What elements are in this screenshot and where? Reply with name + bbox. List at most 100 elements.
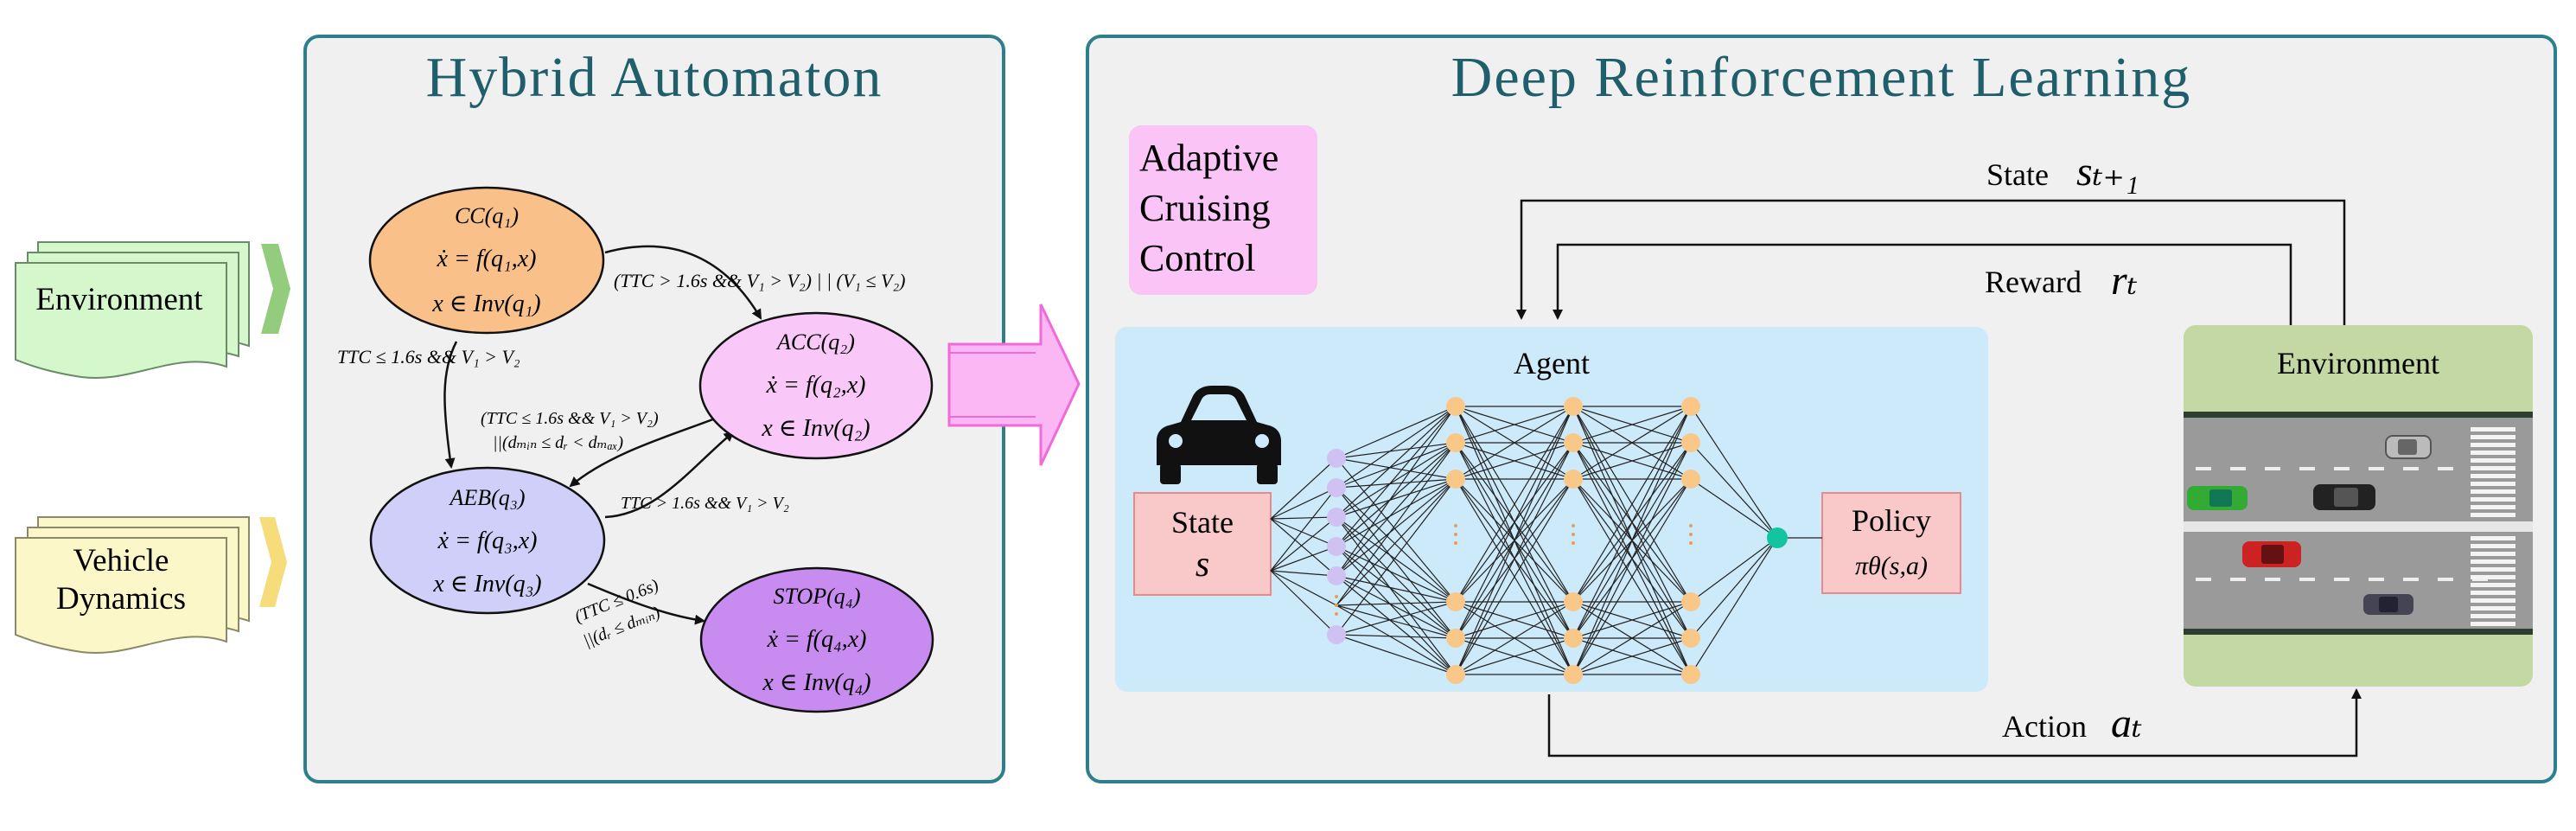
crosswalk-stripe: [2471, 466, 2515, 470]
label-acc-aeb-2: ||(dₘᵢₙ ≤ dᵣ < dₘₐₓ): [493, 433, 623, 452]
crosswalk-stripe: [2471, 435, 2515, 439]
state-acc-eq: ẋ = f(q₂,x): [766, 372, 866, 399]
car-gray-icon: [2385, 435, 2432, 459]
input-node: [1327, 478, 1346, 497]
lane-dash: [2334, 578, 2350, 581]
drl-title: Deep Reinforcement Learning: [1451, 46, 2192, 109]
crosswalk-stripe: [2471, 451, 2515, 455]
state-acc-inv: x ∈ Inv(q₂): [761, 415, 870, 442]
flow-arrow-icon: [947, 304, 1081, 466]
state-cc-name: CC(q₁): [455, 203, 519, 228]
crosswalk-stripe: [2471, 489, 2515, 494]
state-box-label: State: [1171, 505, 1234, 540]
hidden-node: [1564, 433, 1583, 452]
hidden-node: [1681, 629, 1700, 648]
car-green-icon: [2187, 486, 2248, 510]
hidden-node: [1564, 397, 1583, 416]
crosswalk-stripe: [2471, 505, 2515, 509]
neural-network: [1270, 397, 1822, 684]
hidden-node: [1446, 433, 1465, 452]
transition-cc-acc: [604, 245, 762, 320]
label-cc-aeb: TTC ≤ 1.6s && V₁ > V₂: [337, 346, 520, 368]
crosswalk-stripe: [2471, 583, 2515, 587]
hidden-ellipsis: [1454, 541, 1457, 545]
lane-dash: [2438, 467, 2453, 470]
action-symbol: aₜ: [2111, 700, 2142, 746]
crosswalk-stripe: [2471, 567, 2515, 572]
state-feedback-line: [1516, 199, 2346, 327]
environment-label: Environment: [2277, 346, 2439, 380]
crosswalk-stripe: [2471, 443, 2515, 447]
car-darkgray-icon: [2363, 594, 2413, 615]
state-acc: ACC(q₂) ẋ = f(q₂,x) x ∈ Inv(q₂): [698, 311, 934, 460]
crosswalk-stripe: [2471, 474, 2515, 478]
input-node: [1327, 566, 1346, 585]
label-cc-acc: (TTC > 1.6s && V₁ > V₂) | | (V₁ ≤ V₂): [614, 270, 905, 291]
lane-dash: [2196, 578, 2211, 581]
state-acc-name: ACC(q₂): [775, 329, 855, 355]
car-icon: [1157, 386, 1281, 484]
policy-box-symbol: πθ(s,a): [1855, 552, 1928, 580]
crosswalk-stripe: [2471, 497, 2515, 502]
lane-dash: [2299, 467, 2315, 470]
label-acc-aeb-1: (TTC ≤ 1.6s && V₁ > V₂): [481, 409, 659, 428]
input-ellipsis: [1335, 595, 1338, 598]
hidden-node: [1564, 665, 1583, 684]
acc-box-line-1: Adaptive: [1139, 137, 1278, 179]
state-stop: STOP(q₄) ẋ = f(q₄,x) x ∈ Inv(q₄): [699, 566, 934, 713]
lane-dash: [2196, 467, 2211, 470]
policy-box-label: Policy: [1852, 503, 1931, 538]
crosswalk-stripe: [2471, 544, 2515, 548]
vehicle-chevron-icon: [259, 517, 287, 607]
state-stop-eq: ẋ = f(q₄,x): [767, 626, 867, 653]
crosswalk-stripe: [2471, 622, 2515, 626]
transition-cc-aeb: [443, 341, 458, 469]
label-aeb-acc: TTC > 1.6s && V₁ > V₂: [621, 494, 789, 513]
hidden-node: [1681, 397, 1700, 416]
crosswalk-stripe: [2471, 606, 2515, 610]
input-ellipsis: [1335, 604, 1338, 607]
hidden-node: [1446, 592, 1465, 611]
hidden-ellipsis: [1572, 524, 1575, 527]
vehicle-input-label-1: Vehicle: [73, 543, 169, 579]
state-cc-eq: ẋ = f(q₁,x): [437, 246, 537, 272]
state-stop-inv: x ∈ Inv(q₄): [762, 669, 870, 696]
vehicle-input-stack: [15, 516, 287, 655]
car-red-icon: [2242, 541, 2301, 567]
hidden-ellipsis: [1454, 533, 1457, 536]
environment-box: Environment: [2184, 325, 2533, 687]
lane-dash: [2369, 578, 2384, 581]
vehicle-input-label-2: Dynamics: [56, 581, 186, 617]
hidden-node: [1681, 433, 1700, 452]
crosswalk-stripe: [2471, 458, 2515, 463]
hidden-node: [1446, 470, 1465, 489]
state-box: [1133, 492, 1272, 596]
input-node: [1327, 537, 1346, 556]
agent-box: [1115, 327, 1988, 692]
hidden-ellipsis: [1689, 541, 1693, 545]
input-node: [1327, 449, 1346, 468]
state-aeb-inv: x ∈ Inv(q₃): [432, 571, 541, 598]
state-aeb-eq: ẋ = f(q₃,x): [437, 527, 538, 554]
hidden-node: [1681, 470, 1700, 489]
lane-dash: [2369, 467, 2384, 470]
car-black-icon: [2313, 484, 2375, 510]
state-box-symbol: s: [1196, 545, 1209, 585]
hidden-node: [1681, 665, 1700, 684]
policy-box: [1821, 492, 1961, 594]
environment-chevron-icon: [261, 244, 290, 334]
hidden-node: [1681, 592, 1700, 611]
hidden-ellipsis: [1454, 524, 1457, 527]
hidden-node: [1564, 470, 1583, 489]
reward-feedback-label: Reward: [1985, 265, 2082, 299]
state-cc-inv: x ∈ Inv(q₁): [431, 291, 540, 317]
environment-input-stack: [15, 241, 290, 380]
crosswalk-stripe: [2471, 598, 2515, 603]
state-stop-name: STOP(q₄): [773, 584, 860, 609]
agent-label: Agent: [1514, 346, 1590, 380]
acc-box: [1129, 125, 1317, 295]
hidden-ellipsis: [1689, 524, 1693, 527]
hidden-ellipsis: [1572, 533, 1575, 536]
lane-dash: [2265, 467, 2280, 470]
